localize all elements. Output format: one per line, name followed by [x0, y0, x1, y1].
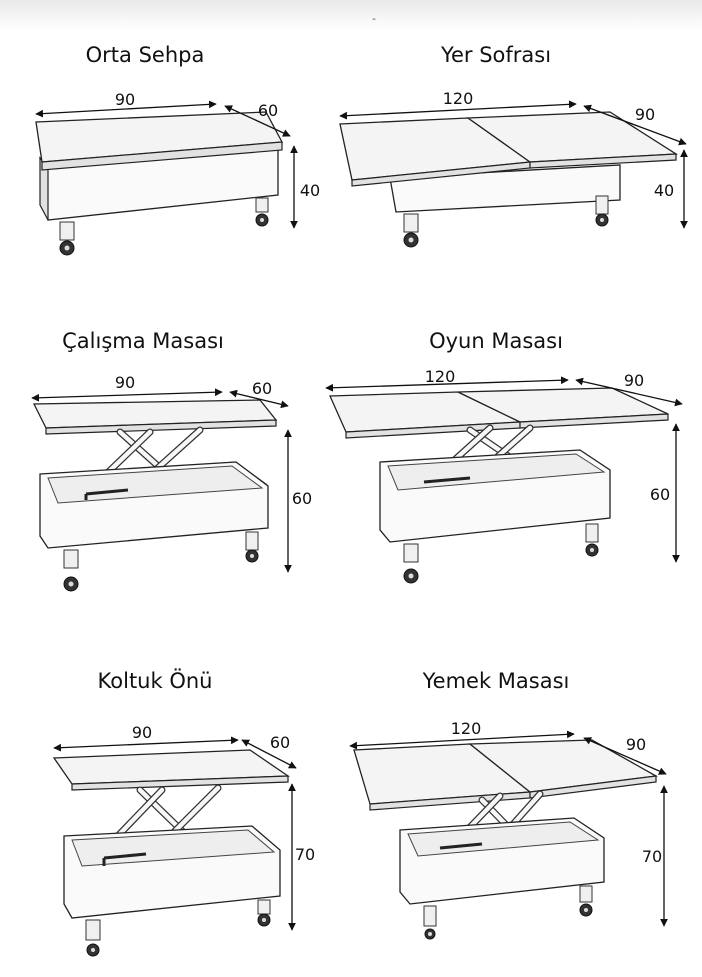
width-arrow: [31, 388, 223, 402]
height-label: 70: [295, 845, 315, 864]
depth-label: 60: [252, 379, 272, 398]
panel-yemek-masasi: Yemek Masası 120 90 70: [349, 669, 668, 940]
panel-title: Yemek Masası: [422, 669, 570, 693]
panel-title: Oyun Masası: [429, 329, 563, 353]
status-indicator: -: [372, 12, 376, 25]
height-label: 60: [292, 489, 312, 508]
width-label: 90: [115, 90, 135, 109]
depth-arrow: [224, 105, 291, 137]
panel-yer-sofrasi: Yer Sofrası 120 90 40: [339, 43, 688, 248]
depth-arrow: [575, 377, 683, 407]
height-label: 60: [650, 485, 670, 504]
depth-arrow: [583, 104, 687, 146]
width-arrow: [35, 100, 217, 118]
depth-label: 90: [624, 371, 644, 390]
panel-orta-sehpa: Orta Sehpa 90 60 40: [35, 43, 320, 256]
depth-arrow: [583, 737, 667, 775]
table-illustration: [329, 387, 669, 584]
depth-label: 60: [270, 733, 290, 752]
table-illustration: [32, 399, 278, 592]
height-label: 70: [642, 847, 662, 866]
width-label: 120: [451, 719, 482, 738]
table-illustration: [52, 749, 290, 957]
panel-calisma-masasi: Çalışma Masası 90 60 60: [31, 329, 312, 592]
depth-label: 60: [258, 101, 278, 120]
depth-arrow: [241, 739, 297, 769]
panel-koltuk-onu: Koltuk Önü 90 60 70: [52, 668, 315, 957]
table-illustration: [353, 739, 659, 940]
width-arrow: [53, 736, 239, 752]
panel-title: Yer Sofrası: [440, 43, 551, 67]
width-arrow: [339, 100, 577, 120]
width-arrow: [349, 730, 575, 750]
width-label: 120: [443, 89, 474, 108]
table-illustration: [35, 111, 284, 256]
height-label: 40: [654, 181, 674, 200]
width-arrow: [325, 376, 569, 392]
depth-arrow: [229, 389, 289, 409]
width-label: 90: [115, 373, 135, 392]
top-status-bar: -: [0, 0, 702, 30]
width-label: 90: [132, 723, 152, 742]
depth-label: 90: [635, 105, 655, 124]
panel-title: Çalışma Masası: [62, 329, 224, 353]
panel-title: Koltuk Önü: [98, 668, 213, 693]
width-label: 120: [425, 367, 456, 386]
height-label: 40: [300, 181, 320, 200]
depth-label: 90: [626, 735, 646, 754]
panel-title: Orta Sehpa: [86, 43, 205, 67]
table-illustration: [339, 111, 679, 248]
panel-oyun-masasi: Oyun Masası 120 90 60: [325, 329, 683, 584]
